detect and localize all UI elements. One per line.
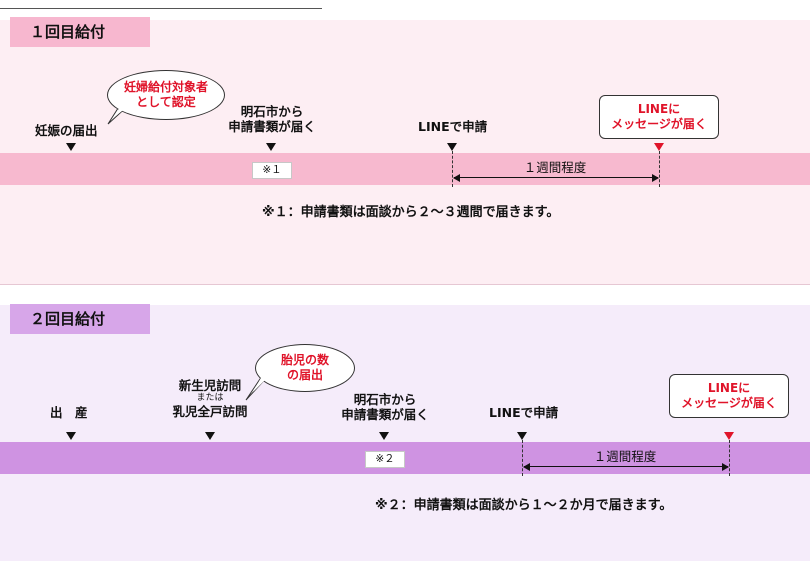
marker-newborn-visit bbox=[205, 432, 215, 440]
band-note-2: ※２ bbox=[365, 451, 405, 468]
message-box-2: LINEに メッセージが届く bbox=[669, 374, 789, 418]
dashed-line-apply-1 bbox=[452, 151, 453, 187]
marker-birth bbox=[66, 432, 76, 440]
mail-line-2: 申請書類が届く bbox=[228, 119, 316, 134]
bubble2-line-1: 胎児の数 bbox=[280, 353, 329, 367]
visit-line-3: 乳児全戸訪問 bbox=[172, 404, 248, 419]
duration-label-2: １週間程度 bbox=[593, 449, 657, 464]
bubble-tail-cover-2 bbox=[253, 376, 267, 392]
marker-mail-1 bbox=[266, 143, 276, 151]
marker-line-apply-1 bbox=[447, 143, 457, 151]
band-note-1: ※１ bbox=[252, 162, 292, 179]
timeline-band-1 bbox=[0, 153, 810, 185]
marker-message-2 bbox=[724, 432, 734, 440]
marker-mail-2 bbox=[379, 432, 389, 440]
footnote-1: ※１：申請書類は面談から２～３週間で届きます。 bbox=[262, 205, 560, 220]
section-second-payment bbox=[0, 305, 810, 561]
event-mail-2: 明石市から 申請書類が届く bbox=[335, 392, 435, 422]
footnote-2: ※２：申請書類は面談から１～２か月で届きます。 bbox=[375, 498, 673, 513]
message-line-2: メッセージが届く bbox=[611, 117, 707, 131]
marker-line-apply-2 bbox=[517, 432, 527, 440]
timeline-band-2 bbox=[0, 442, 810, 474]
section-first-payment bbox=[0, 20, 810, 285]
marker-pregnancy bbox=[66, 143, 76, 151]
duration-arrow-1 bbox=[453, 174, 659, 182]
speech-bubble-fetus-count: 胎児の数 の届出 bbox=[255, 344, 355, 392]
section-2-title: ２回目給付 bbox=[10, 304, 150, 334]
mail2-line-1: 明石市から bbox=[353, 392, 417, 407]
dashed-line-apply-2 bbox=[522, 440, 523, 476]
bubble-tail-cover-1 bbox=[112, 104, 127, 119]
event-birth: 出 産 bbox=[50, 405, 88, 420]
event-line-apply-2: LINEで申請 bbox=[489, 405, 559, 420]
top-divider bbox=[0, 8, 322, 9]
event-mail-1: 明石市から 申請書類が届く bbox=[222, 104, 322, 134]
visit-line-1: 新生児訪問 bbox=[178, 378, 242, 393]
message2-line-2: メッセージが届く bbox=[681, 396, 777, 410]
speech-bubble-certified: 妊婦給付対象者 として認定 bbox=[107, 70, 225, 120]
event-pregnancy-notice: 妊娠の届出 bbox=[35, 123, 98, 138]
message-line-1: LINEに bbox=[637, 102, 681, 116]
marker-message-1 bbox=[654, 143, 664, 151]
visit-line-2: または bbox=[196, 393, 224, 403]
section-1-title: １回目給付 bbox=[10, 17, 150, 47]
message-box-1: LINEに メッセージが届く bbox=[599, 95, 719, 139]
bubble2-line-2: の届出 bbox=[286, 368, 323, 382]
event-line-apply-1: LINEで申請 bbox=[418, 119, 488, 134]
event-newborn-visit: 新生児訪問 または 乳児全戸訪問 bbox=[160, 378, 260, 419]
mail2-line-2: 申請書類が届く bbox=[341, 407, 429, 422]
bubble-line-2: として認定 bbox=[136, 95, 196, 109]
message2-line-1: LINEに bbox=[707, 381, 751, 395]
duration-arrow-2 bbox=[523, 463, 729, 471]
dashed-line-message-2 bbox=[729, 440, 730, 476]
bubble-line-1: 妊婦給付対象者 bbox=[123, 80, 208, 94]
mail-line-1: 明石市から bbox=[240, 104, 304, 119]
dashed-line-message-1 bbox=[659, 151, 660, 187]
duration-label-1: １週間程度 bbox=[523, 160, 587, 175]
